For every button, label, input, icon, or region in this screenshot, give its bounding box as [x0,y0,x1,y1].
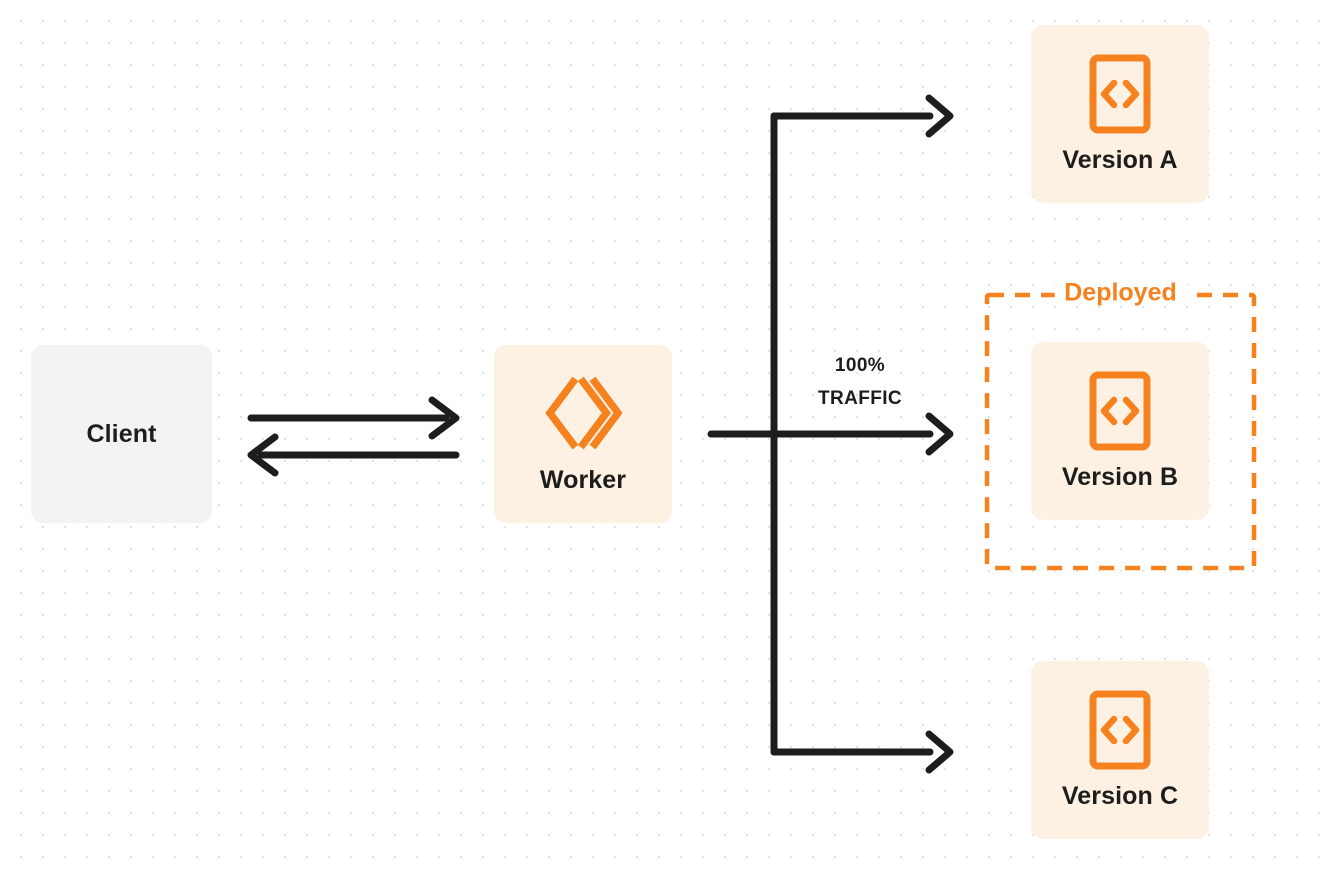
traffic-percent-value: 100% [834,355,886,376]
code-document-icon [1089,54,1151,134]
node-client-label: Client [86,419,157,448]
edge-trunk-to-version-c [770,730,954,774]
edge-worker-trunk [707,112,934,756]
node-version-a[interactable]: Version A [1031,25,1209,203]
edge-trunk-to-version-b [925,412,954,456]
traffic-percentage-label: 100% TRAFFIC [790,350,930,415]
cloudflare-workers-logo-icon [544,374,622,452]
node-version-b-label: Version B [1061,462,1179,491]
edge-worker-to-client [247,433,460,477]
node-worker-label: Worker [539,465,627,494]
node-version-c[interactable]: Version C [1031,661,1209,839]
code-document-icon [1089,371,1151,451]
node-version-b[interactable]: Version B [1031,342,1209,520]
node-version-c-label: Version C [1061,781,1179,810]
code-document-icon [1089,690,1151,770]
node-client[interactable]: Client [31,345,212,523]
node-worker[interactable]: Worker [494,345,672,523]
node-version-a-label: Version A [1062,145,1178,174]
traffic-caption: TRAFFIC [817,387,903,409]
edge-client-to-worker [247,396,460,440]
edge-trunk-to-version-a [770,94,954,138]
